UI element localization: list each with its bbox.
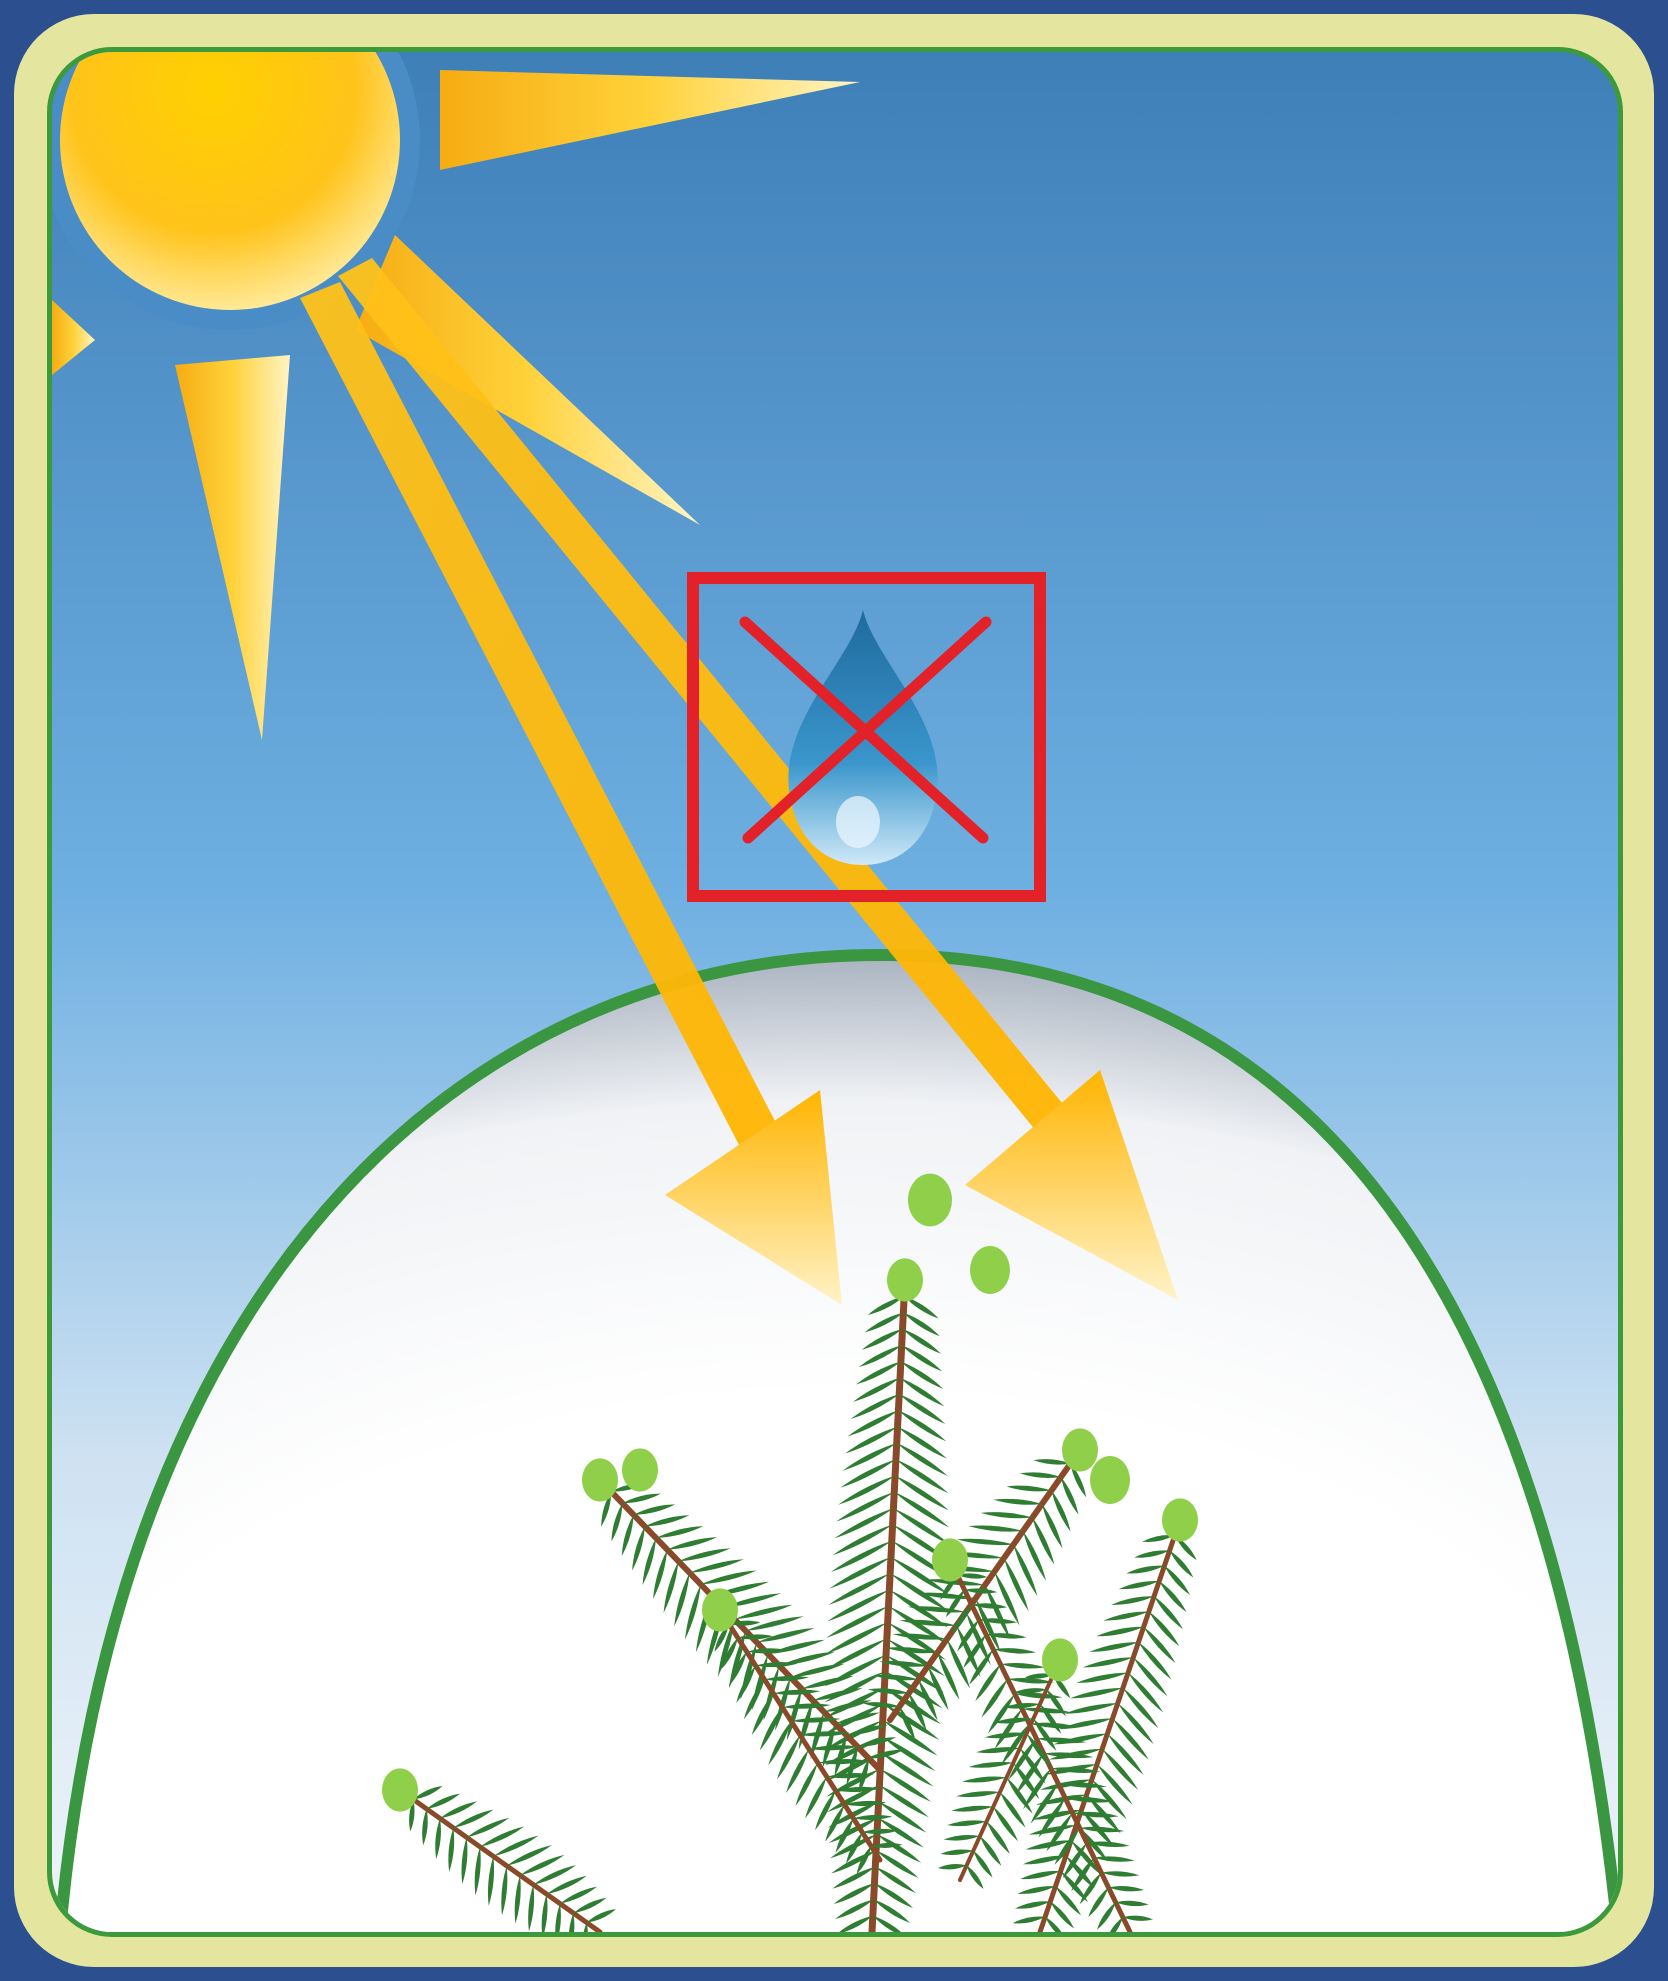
new-growth-tip — [1042, 1638, 1078, 1681]
new-growth-tip — [1162, 1498, 1198, 1541]
new-growth-tip — [702, 1588, 738, 1631]
new-growth-tip — [908, 1174, 952, 1227]
panel — [40, 0, 1618, 1955]
new-growth-tip — [582, 1458, 618, 1501]
new-growth-tip — [1062, 1428, 1098, 1471]
new-growth-tip — [622, 1448, 658, 1491]
new-growth-tip — [1090, 1456, 1130, 1504]
new-growth-tip — [932, 1538, 968, 1581]
new-growth-tip — [887, 1258, 923, 1301]
new-growth-tip — [382, 1768, 418, 1811]
new-growth-tip — [970, 1246, 1010, 1294]
